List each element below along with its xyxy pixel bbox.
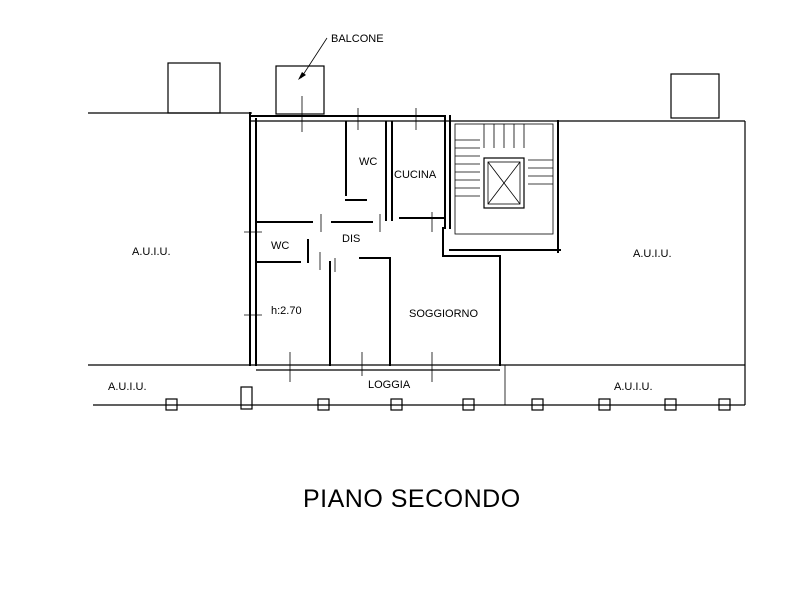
label-auiu-left: A.U.I.U. xyxy=(132,246,171,258)
label-dis: DIS xyxy=(342,233,360,245)
stairwell xyxy=(454,123,554,235)
opening-marks xyxy=(244,96,433,382)
label-cucina: CUCINA xyxy=(394,169,437,181)
building-outline xyxy=(88,112,746,406)
apartment-walls xyxy=(249,112,561,371)
balcony-boxes xyxy=(167,62,720,119)
balcone-leader-line xyxy=(300,37,328,79)
label-wc-left: WC xyxy=(271,240,289,252)
label-wc-top: WC xyxy=(359,156,377,168)
label-height: h:2.70 xyxy=(271,305,302,317)
label-soggiorno: SOGGIORNO xyxy=(409,308,479,320)
balcone-arrowhead xyxy=(298,72,306,80)
label-balcone: BALCONE xyxy=(331,33,384,45)
label-auiu-bottom-left: A.U.I.U. xyxy=(108,381,147,393)
loggia-columns xyxy=(165,386,731,411)
label-auiu-right: A.U.I.U. xyxy=(633,248,672,260)
label-loggia: LOGGIA xyxy=(368,379,411,391)
label-auiu-bottom-right: A.U.I.U. xyxy=(614,381,653,393)
plan-title: PIANO SECONDO xyxy=(303,485,521,513)
